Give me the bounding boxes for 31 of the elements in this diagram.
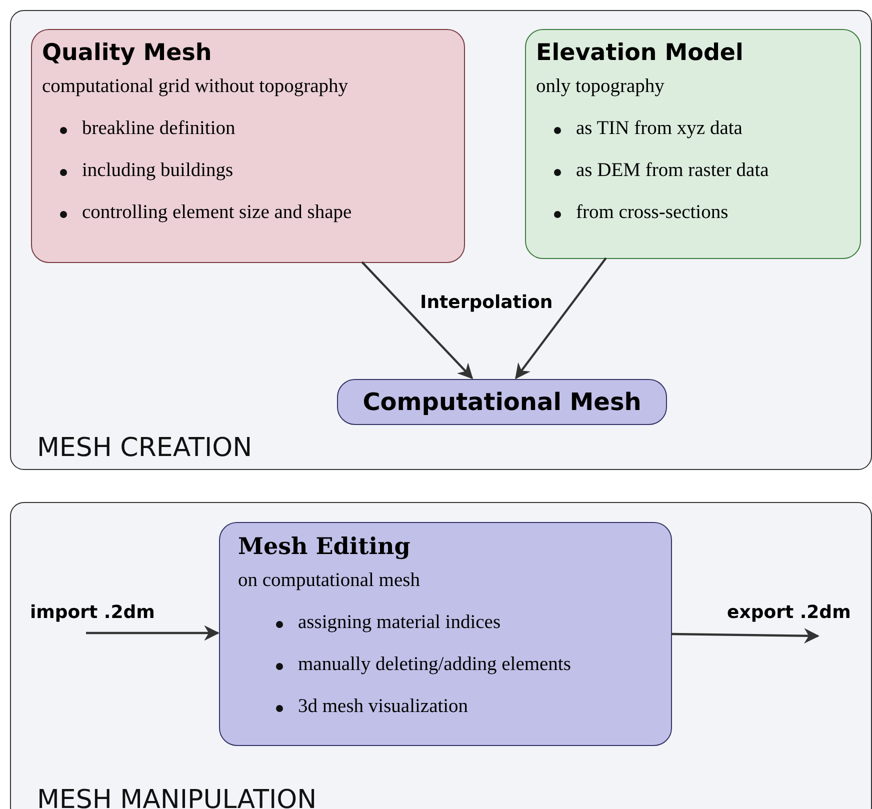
list-item: as DEM from raster data: [576, 160, 769, 182]
group-panel: [10, 10, 872, 470]
arrow: [86, 625, 220, 641]
box-heading: Quality Mesh: [42, 40, 212, 66]
box-heading: Elevation Model: [536, 40, 744, 66]
arrow: [515, 257, 607, 380]
list-item: manually deleting/adding elements: [298, 654, 571, 676]
edge-label: import .2dm: [30, 602, 155, 623]
list-item: including buildings: [82, 160, 234, 182]
description-text: only topography: [536, 76, 664, 98]
arrow: [670, 628, 820, 644]
panel-title: MESH CREATION: [37, 433, 252, 463]
description-text: on computational mesh: [238, 570, 420, 592]
list-item: controlling element size and shape: [82, 202, 352, 224]
arrow: [361, 261, 474, 380]
box-heading: Computational Mesh: [362, 388, 642, 416]
box-heading: Mesh Editing: [238, 533, 410, 560]
process-box: [219, 522, 672, 746]
list-item: breakline definition: [82, 118, 236, 140]
list-item: 3d mesh visualization: [298, 696, 468, 718]
list-item: from cross-sections: [576, 202, 728, 224]
list-item: assigning material indices: [298, 612, 501, 634]
group-panel: [10, 502, 872, 809]
panel-title: MESH MANIPULATION: [37, 785, 317, 809]
edge-label: export .2dm: [727, 602, 851, 623]
process-box: [525, 29, 861, 259]
edge-label: Interpolation: [420, 292, 553, 313]
process-box: [31, 29, 465, 263]
description-text: computational grid without topography: [42, 76, 348, 98]
list-item: as TIN from xyz data: [576, 118, 742, 140]
process-box: [337, 379, 667, 425]
